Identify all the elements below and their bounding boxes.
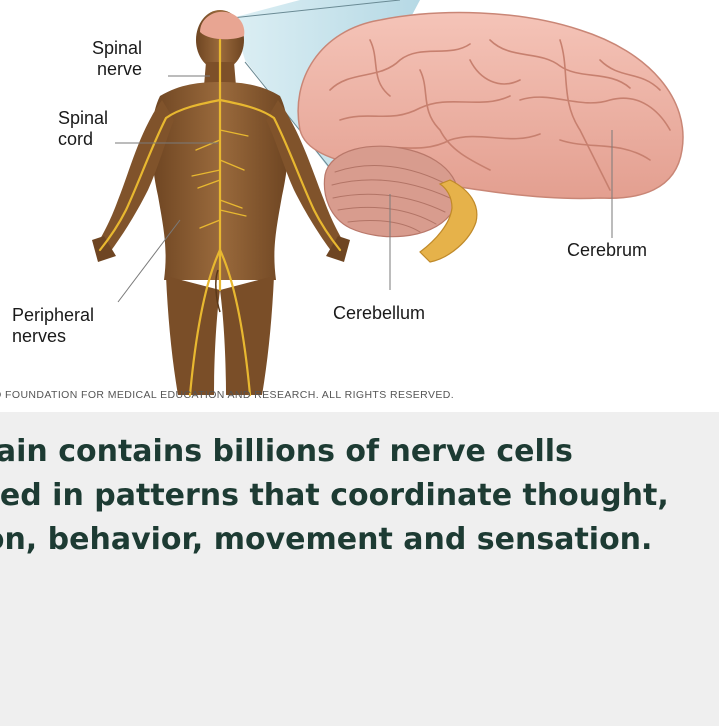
copyright-notice: MAYO FOUNDATION FOR MEDICAL EDUCATION AN…: [0, 389, 689, 401]
nervous-system-illustration: Spinal nerve Spinal cord Peripheral nerv…: [0, 0, 719, 410]
label-cerebrum: Cerebrum: [567, 240, 647, 261]
caption-band: The brain contains billions of nerve cel…: [0, 412, 719, 726]
label-spinal-nerve: Spinal nerve: [92, 38, 142, 80]
label-spinal-cord: Spinal cord: [58, 108, 108, 150]
label-cerebellum: Cerebellum: [333, 303, 425, 324]
label-peripheral-nerves: Peripheral nerves: [12, 305, 94, 347]
caption-text: The brain contains billions of nerve cel…: [0, 430, 719, 562]
brain-illustration: [298, 13, 683, 262]
